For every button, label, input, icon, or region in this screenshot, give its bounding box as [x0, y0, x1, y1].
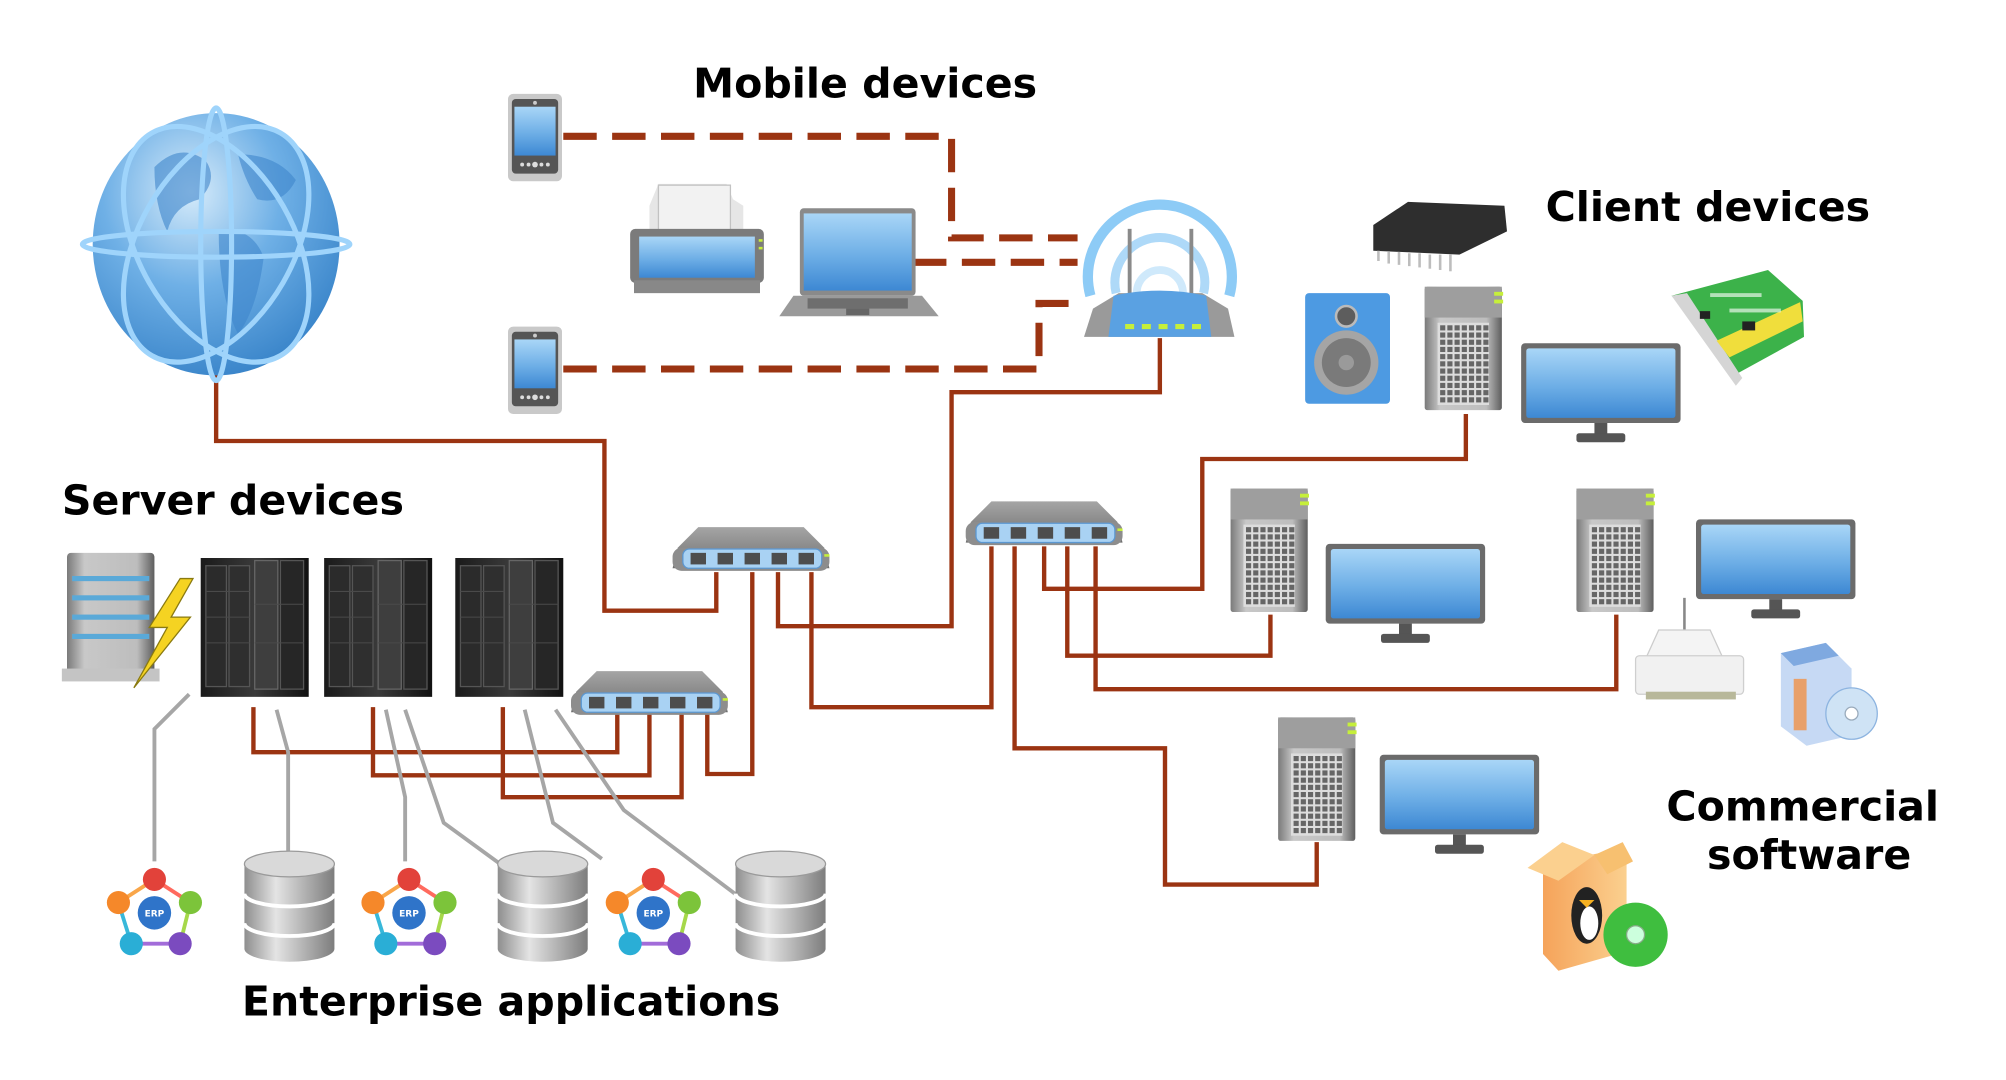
wire-switch-1-to-switch-2	[809, 546, 994, 710]
network-switch-icon	[965, 500, 1124, 546]
wire-router-to-switch-1	[775, 338, 1163, 629]
erp-label: ERP	[145, 910, 165, 920]
tower-pc-icon	[1424, 286, 1504, 411]
wire-internet-to-switch-1	[213, 372, 719, 613]
monitor-icon	[1379, 754, 1540, 854]
chip-icon	[1373, 201, 1507, 272]
tower-pc-icon	[1576, 488, 1655, 612]
link-power-server-to-erp-1	[152, 692, 191, 862]
wire-switch-3-to-rack-2	[370, 707, 652, 778]
monitor-icon	[1325, 543, 1486, 643]
software-box-icon	[1780, 642, 1878, 746]
laptop-icon	[779, 208, 939, 317]
mobile-devices-label: Mobile devices	[693, 60, 1037, 108]
monitor-icon	[1521, 343, 1681, 443]
link-rack-3-to-db-3	[553, 708, 745, 902]
smartphone-icon	[508, 326, 562, 414]
database-icon	[495, 849, 590, 964]
server-rack-icon	[200, 557, 310, 698]
erp-label: ERP	[399, 910, 419, 920]
database-icon	[733, 849, 828, 964]
erp-text-labels: ERP ERP ERP	[145, 910, 664, 920]
serial-port-icon	[1634, 597, 1745, 700]
wireless-link-phone-2	[563, 299, 1081, 373]
wire-switch-1-to-switch-3	[705, 572, 755, 777]
network-card-icon	[1671, 270, 1804, 386]
wire-switch-2-to-client-3	[1093, 546, 1619, 692]
enterprise-applications-label: Enterprise applications	[242, 978, 780, 1026]
wired-connections	[213, 338, 1619, 887]
linux-software-box-icon	[1527, 842, 1668, 971]
client-devices-label: Client devices	[1546, 183, 1871, 231]
link-rack-2-to-db-2	[403, 709, 507, 870]
wire-switch-2-to-client-4	[1012, 546, 1319, 887]
server-devices-label: Server devices	[62, 476, 404, 524]
commercial-software-label-line-2: software	[1707, 831, 1911, 879]
server-power-icon	[61, 552, 195, 689]
database-icon	[242, 849, 337, 964]
wire-switch-2-to-client-1	[1041, 414, 1469, 592]
wire-switch-2-to-client-2	[1065, 546, 1273, 658]
wire-switch-3-to-rack-1	[251, 707, 620, 755]
link-rack-2-to-erp-2	[383, 709, 408, 862]
network-switch-icon	[671, 526, 831, 572]
monitor-icon	[1696, 519, 1856, 619]
wireless-router-icon	[1082, 199, 1237, 337]
server-rack-icon	[323, 557, 433, 698]
wireless-link-phone-1	[563, 132, 1078, 242]
link-rack-3-to-erp-3	[522, 709, 604, 861]
tower-pc-icon	[1230, 488, 1309, 612]
smartphone-icon	[508, 93, 562, 182]
globe-icon	[79, 105, 353, 384]
link-rack-1-to-db-1	[274, 709, 291, 852]
wire-switch-3-to-rack-3	[500, 707, 684, 800]
printer-icon	[630, 183, 764, 294]
commercial-software-label-line-1: Commercial	[1666, 782, 1939, 830]
wireless-connections	[563, 132, 1081, 373]
erp-label: ERP	[643, 910, 663, 920]
server-rack-icon	[454, 557, 564, 698]
application-links	[152, 692, 745, 902]
speaker-icon	[1305, 293, 1390, 404]
network-switch-icon	[570, 670, 729, 716]
tower-pc-icon	[1278, 717, 1357, 841]
